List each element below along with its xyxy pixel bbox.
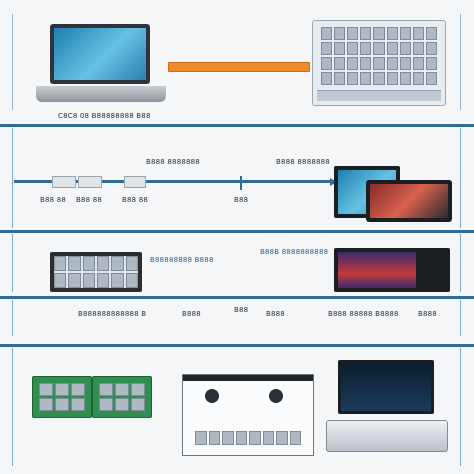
middle-right-line	[460, 128, 461, 228]
middle-left-line	[12, 128, 13, 228]
row3-left-line	[12, 234, 13, 292]
control-panel-device	[182, 374, 314, 456]
row4-label-1: B888888888888 B	[78, 310, 147, 318]
laptop-screen	[50, 24, 150, 84]
separator-line-4	[0, 344, 474, 347]
green-circuit-board-2	[92, 376, 152, 418]
tablet-device	[366, 180, 452, 222]
row4-label-6: B888	[418, 310, 437, 318]
flat-display	[338, 360, 434, 414]
console-base	[326, 420, 448, 452]
separator-line-1	[0, 124, 474, 127]
row3-right-line	[460, 234, 461, 292]
port-label-3: B88 88	[122, 196, 149, 204]
top-caption: C8C8 08 B88888888 B88	[58, 112, 151, 120]
signal-line	[14, 180, 332, 183]
row4-label-3: B88	[234, 306, 249, 314]
row3-label-left: B88888888 B888	[150, 256, 214, 264]
port-label-1: B88 88	[40, 196, 67, 204]
top-frame-left-line	[12, 14, 13, 110]
center-tag: B88	[234, 196, 249, 204]
laptop-device	[36, 20, 166, 106]
control-buttons	[195, 431, 301, 445]
connector-block-1	[52, 176, 76, 188]
top-frame-right-line	[460, 14, 461, 110]
av-receiver-device	[334, 248, 450, 292]
orange-connector-bar	[168, 62, 310, 72]
separator-line-2	[0, 230, 474, 233]
row3-label-right: B88B 8888888888	[260, 248, 329, 256]
middle-label-left: B888 8888888	[146, 158, 200, 166]
server-rack-panels	[321, 27, 437, 85]
connector-block-2	[78, 176, 102, 188]
middle-label-right: B888 8888888	[276, 158, 330, 166]
row4-label-4: B888	[266, 310, 285, 318]
row4-right-line	[460, 300, 461, 336]
bottom-left-line	[12, 348, 13, 466]
speaker-2	[269, 389, 283, 403]
speaker-1	[205, 389, 219, 403]
row4-label-2: B888	[182, 310, 201, 318]
server-rack-unit	[312, 20, 446, 106]
row4-label-5: B888 88888 B8888	[328, 310, 399, 318]
laptop-base	[36, 86, 166, 102]
control-panel-top-bar	[183, 375, 313, 381]
bottom-right-line	[460, 348, 461, 466]
center-tick	[240, 176, 242, 190]
separator-line-3	[0, 296, 474, 299]
row4-left-line	[12, 300, 13, 336]
connector-block-3	[124, 176, 146, 188]
signal-arrow-head	[330, 178, 337, 186]
port-label-2: B88 88	[76, 196, 103, 204]
monitor-panel-device	[50, 252, 142, 292]
green-circuit-board-1	[32, 376, 92, 418]
